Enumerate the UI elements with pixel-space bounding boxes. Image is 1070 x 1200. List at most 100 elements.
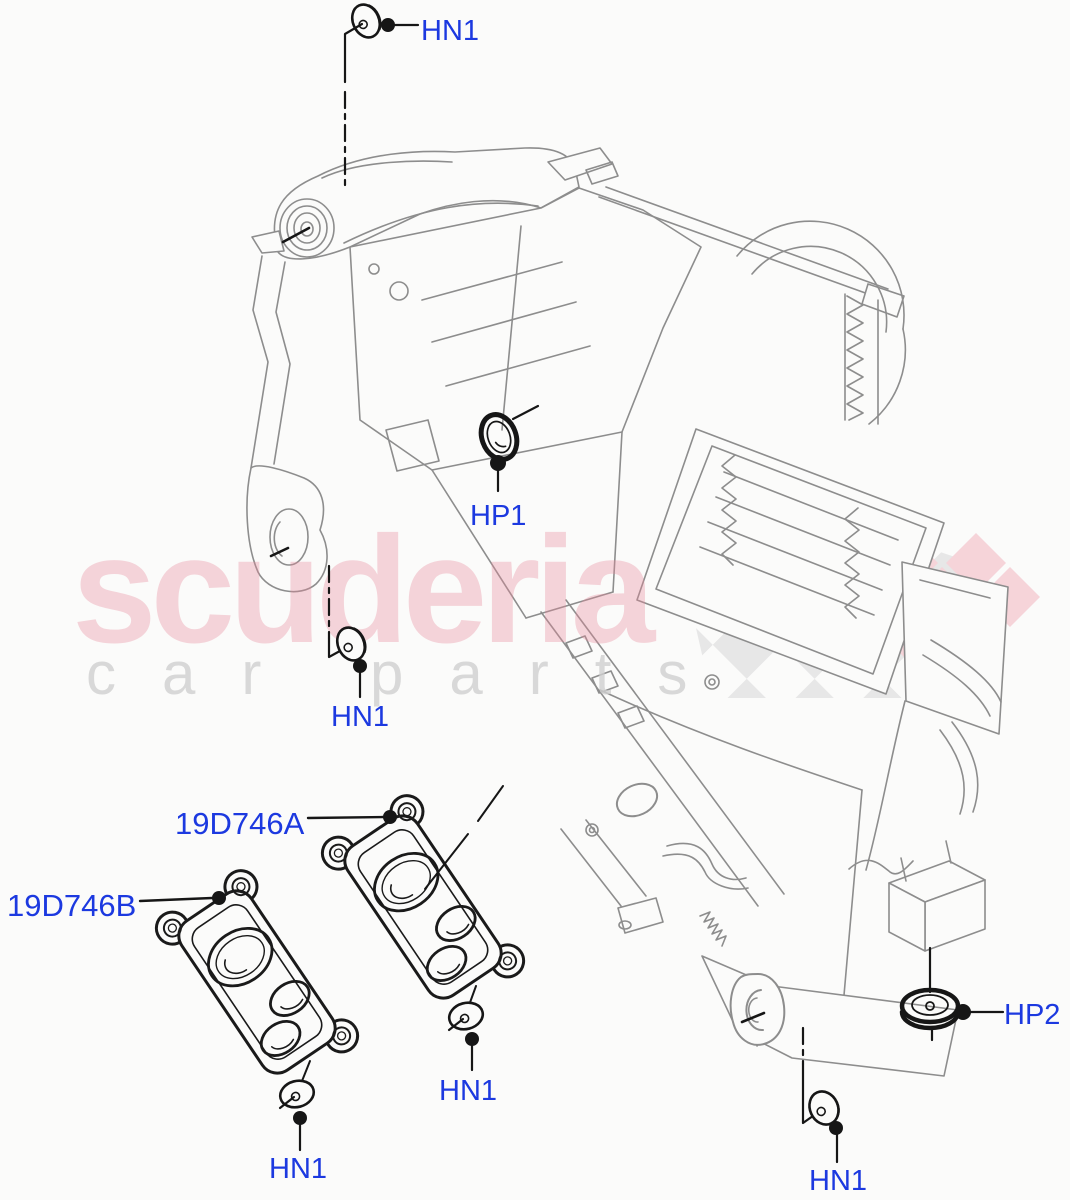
opening-accent bbox=[223, 959, 248, 975]
top-bracket-detail bbox=[585, 161, 619, 185]
label-hn1-plate-a[interactable]: HN1 bbox=[439, 1075, 497, 1107]
leader-part-b bbox=[138, 891, 226, 905]
label-hp2[interactable]: HP2 bbox=[1004, 999, 1060, 1031]
leader-line bbox=[138, 896, 214, 903]
heater-core bbox=[636, 428, 945, 695]
location-tick bbox=[269, 546, 290, 558]
bolt-hole bbox=[333, 848, 344, 858]
bottom-duct-clip bbox=[745, 989, 764, 1032]
opening-accent bbox=[436, 963, 461, 975]
lower-arm bbox=[585, 819, 647, 897]
push-pin-edge bbox=[367, 4, 382, 31]
label-19d746a[interactable]: 19D746A bbox=[175, 806, 305, 841]
watermark-brand-text: scuderia bbox=[72, 505, 657, 675]
lower-arm bbox=[560, 828, 622, 907]
plate-opening-small bbox=[425, 944, 468, 982]
housing-window bbox=[385, 419, 440, 472]
blower-dome bbox=[868, 328, 907, 425]
housing-rib bbox=[421, 261, 563, 301]
plate-inner-line bbox=[191, 904, 323, 1060]
mount-leader bbox=[424, 833, 469, 890]
left-arm-edge bbox=[250, 255, 269, 469]
side-hose bbox=[922, 654, 991, 717]
hose-curve bbox=[662, 853, 749, 890]
leader-part-a bbox=[306, 785, 504, 890]
bolt-hole-ring bbox=[231, 877, 251, 897]
push-pin-needle bbox=[278, 1095, 296, 1110]
core-spring bbox=[844, 507, 860, 619]
leader-dot bbox=[465, 1032, 479, 1046]
label-hn1-bottom[interactable]: HN1 bbox=[809, 1165, 867, 1197]
core-slat bbox=[723, 471, 899, 541]
push-pin-hole bbox=[343, 642, 353, 653]
label-19d746b[interactable]: 19D746B bbox=[7, 888, 136, 923]
bolt-hole bbox=[336, 1031, 347, 1041]
grommet-ring bbox=[478, 412, 520, 462]
bolt-hole bbox=[502, 956, 513, 966]
label-hn1-mid[interactable]: HN1 bbox=[331, 701, 389, 733]
housing-panel bbox=[349, 187, 702, 471]
bolt-hole bbox=[167, 923, 178, 933]
wire-curve bbox=[848, 859, 914, 875]
beam-lug bbox=[591, 670, 619, 694]
push-pin-stem bbox=[343, 22, 364, 84]
mounting-beam bbox=[540, 611, 759, 907]
callout-hardware bbox=[138, 3, 1005, 1164]
grommet-hole bbox=[925, 1001, 935, 1011]
leader-line bbox=[306, 815, 385, 820]
bolt-hole-ring bbox=[498, 951, 518, 971]
hose-curve bbox=[666, 842, 747, 881]
motor-coil bbox=[846, 295, 864, 421]
plate-opening-large-rim bbox=[215, 934, 265, 980]
side-edge bbox=[865, 700, 906, 871]
part-labels: HN1 HP1 HN1 19D746A 19D746B HN1 HN1 HP2 … bbox=[7, 15, 1060, 1197]
plate-opening-small bbox=[259, 1019, 302, 1057]
left-arm-edge bbox=[273, 261, 291, 465]
grommet-inner bbox=[911, 994, 949, 1016]
plate-inner-line bbox=[357, 829, 489, 985]
label-hn1-top[interactable]: HN1 bbox=[421, 15, 479, 47]
beam-lug bbox=[617, 705, 645, 729]
housing-hole bbox=[368, 263, 380, 275]
brand-watermark: scuderia car parts bbox=[72, 505, 733, 707]
leader-dot bbox=[490, 455, 506, 471]
gasket-plate-b[interactable] bbox=[150, 861, 364, 1103]
beam-port bbox=[615, 782, 659, 818]
mid-link bbox=[612, 431, 623, 593]
beam-lug bbox=[565, 635, 593, 659]
end-cap-coil bbox=[293, 212, 321, 244]
housing-rib bbox=[445, 345, 591, 387]
mid-link bbox=[431, 469, 527, 619]
leader-line bbox=[511, 404, 540, 421]
label-hn1-plate-b[interactable]: HN1 bbox=[269, 1153, 327, 1185]
push-pin-edge bbox=[825, 1091, 840, 1118]
top-rail bbox=[598, 196, 883, 300]
leader-dot bbox=[829, 1121, 843, 1135]
worm-spring bbox=[699, 911, 727, 947]
heater-core-frame bbox=[655, 445, 927, 675]
screw bbox=[708, 678, 716, 686]
plate-opening-small bbox=[435, 904, 477, 942]
gasket-plate-a[interactable] bbox=[316, 786, 530, 1028]
watermark-subbrand-text: car parts bbox=[86, 640, 733, 707]
end-cap-coil bbox=[286, 205, 328, 251]
label-hp1[interactable]: HP1 bbox=[470, 500, 526, 532]
plate-body bbox=[177, 889, 337, 1075]
screw bbox=[588, 826, 596, 834]
bolt-hole-ring bbox=[397, 802, 417, 822]
leader-dot bbox=[293, 1111, 307, 1125]
plate-opening-large bbox=[207, 926, 274, 988]
bolt-hole-ring bbox=[328, 843, 348, 863]
plate-opening-large-rim bbox=[381, 859, 431, 905]
lower-bracket-hole bbox=[618, 920, 632, 930]
bottom-duct-clip-inner bbox=[747, 997, 759, 1023]
leader-dot bbox=[383, 810, 397, 824]
plate-opening-small bbox=[269, 979, 311, 1017]
push-pin-bottom bbox=[740, 1011, 843, 1164]
elbow-flap bbox=[251, 230, 285, 254]
leader-dot bbox=[955, 1004, 971, 1020]
leader-dot bbox=[381, 18, 395, 32]
box-leg bbox=[900, 857, 907, 882]
